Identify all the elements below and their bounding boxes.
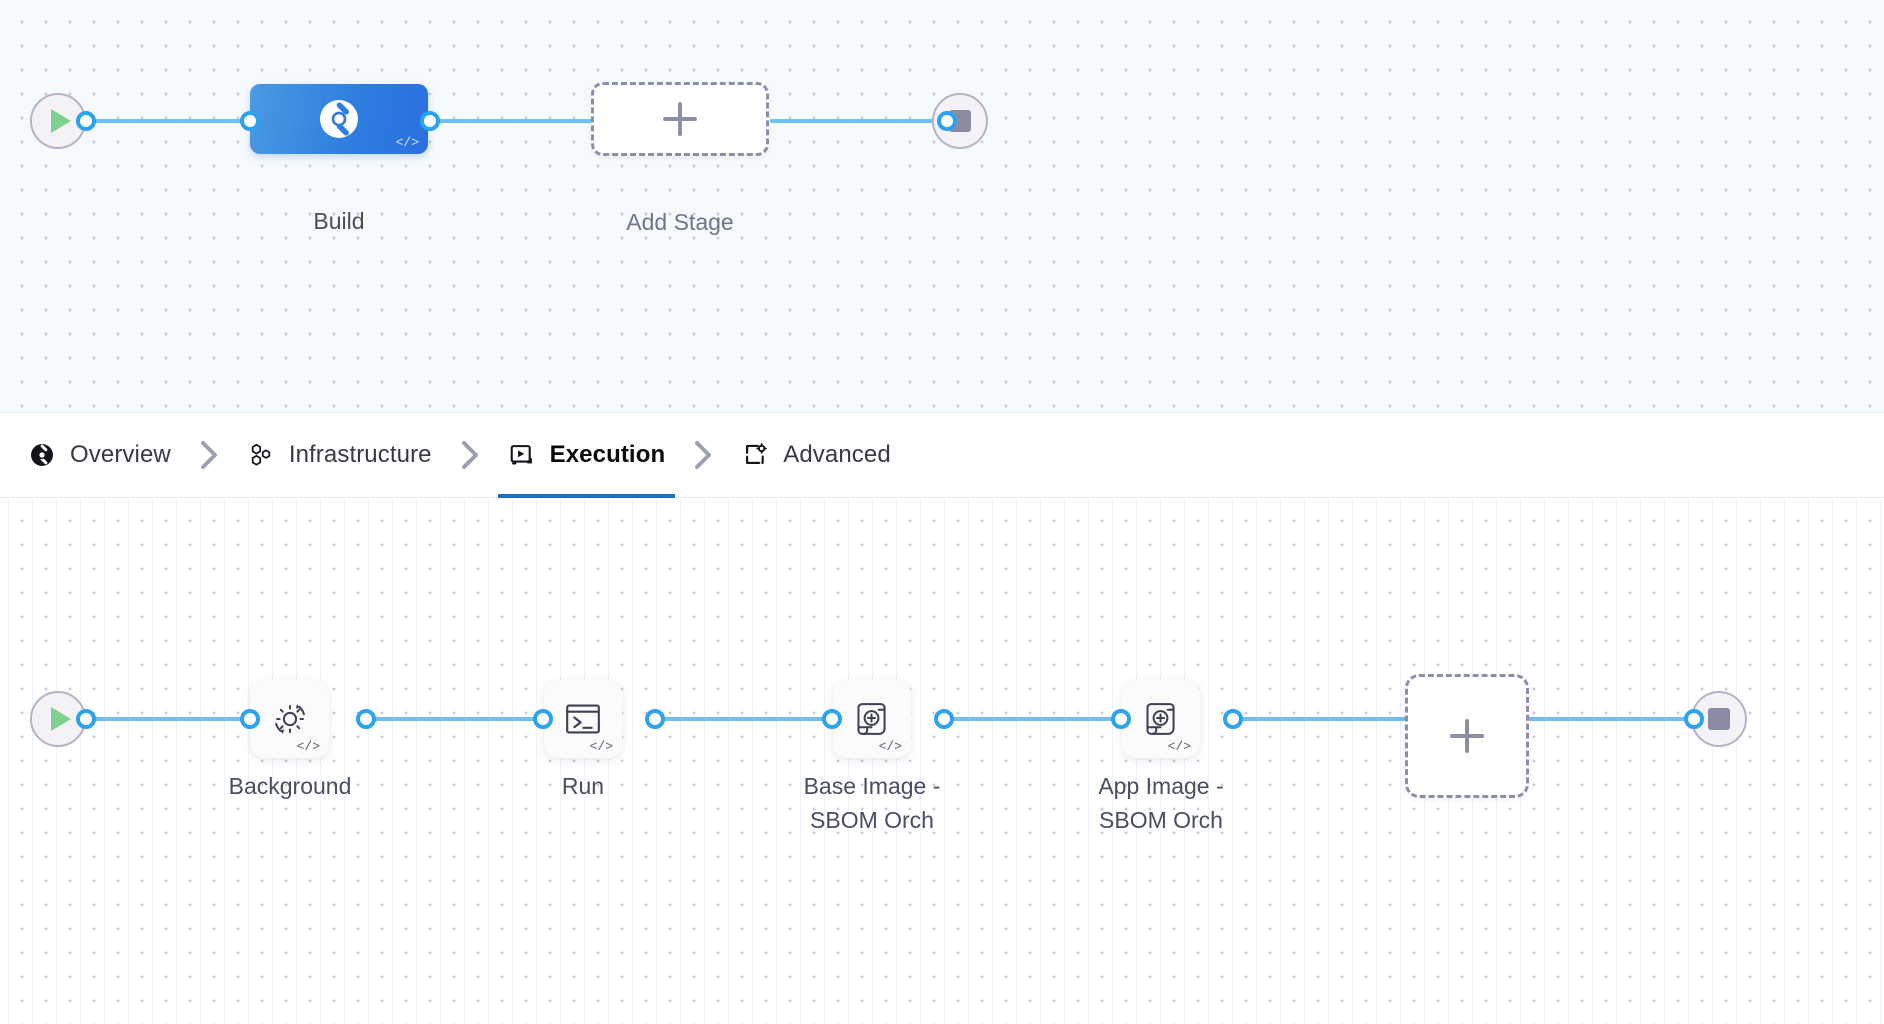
plus-icon (1450, 719, 1484, 753)
step-node-app-image-sbom-orch[interactable]: </> (1122, 680, 1200, 758)
tab-execution[interactable]: Execution (497, 413, 676, 498)
code-badge-icon: </> (589, 739, 613, 754)
play-icon (51, 109, 71, 133)
code-badge-icon: </> (878, 739, 902, 754)
tab-infrastructure-label: Infrastructure (288, 441, 432, 468)
edge-app-image-to-add-step (1233, 717, 1408, 721)
port-exec-end-in[interactable] (1684, 709, 1704, 729)
add-step-node[interactable] (1405, 674, 1529, 798)
edge-add-stage-to-end (770, 119, 945, 123)
stage-label-build: Build (313, 208, 365, 234)
add-stage-label: Add Stage (626, 209, 734, 235)
stage-config-tabs[interactable]: Overview Infrastructure (0, 413, 1884, 498)
code-badge-icon: </> (296, 739, 320, 754)
port-base-image-out[interactable] (934, 709, 954, 729)
tab-advanced-label: Advanced (783, 441, 891, 468)
add-stage-node[interactable] (591, 82, 769, 156)
tab-infrastructure[interactable]: Infrastructure (237, 413, 442, 498)
code-badge-icon: </> (1167, 739, 1191, 754)
port-build-in[interactable] (240, 111, 260, 131)
port-background-in[interactable] (240, 709, 260, 729)
gear-refresh-icon (275, 704, 305, 734)
tab-separator-3 (675, 440, 731, 470)
execution-icon (510, 445, 532, 465)
port-build-out[interactable] (420, 111, 440, 131)
harness-build-icon (320, 100, 358, 138)
stage-graph-canvas[interactable]: </> Build Add Stage (0, 0, 1884, 413)
edge-start-to-build (86, 119, 256, 123)
code-badge-icon: </> (395, 135, 419, 150)
chevron-right-icon (200, 441, 217, 469)
port-start-out[interactable] (76, 111, 96, 131)
chevron-right-icon (461, 441, 478, 469)
tab-separator-1 (181, 440, 237, 470)
edge-add-step-to-end (1528, 717, 1688, 721)
port-run-out[interactable] (645, 709, 665, 729)
step-node-background[interactable]: </> (251, 680, 329, 758)
step-node-base-image-sbom-orch[interactable]: </> (833, 680, 911, 758)
advanced-icon (746, 443, 768, 464)
port-background-out[interactable] (356, 709, 376, 729)
step-label-app-image-sbom-orch: App Image - SBOM Orch (1098, 773, 1224, 834)
tab-advanced[interactable]: Advanced (731, 413, 901, 498)
sbom-scroll-icon (1146, 703, 1175, 735)
sbom-scroll-icon (857, 703, 886, 735)
tab-execution-label: Execution (549, 441, 666, 468)
edge-background-to-run (366, 717, 552, 721)
edge-base-image-to-app-image (944, 717, 1131, 721)
step-label-run: Run (561, 773, 605, 799)
tab-overview[interactable]: Overview (18, 413, 181, 498)
plus-icon (663, 102, 697, 136)
infrastructure-icon (251, 443, 270, 466)
edge-run-to-base-image (655, 717, 842, 721)
port-run-in[interactable] (533, 709, 553, 729)
terminal-icon (566, 704, 600, 734)
tab-separator-2 (442, 440, 498, 470)
step-node-run[interactable]: </> (544, 680, 622, 758)
port-app-image-out[interactable] (1223, 709, 1243, 729)
port-end-in[interactable] (937, 111, 957, 131)
step-label-base-image-sbom-orch: Base Image - SBOM Orch (803, 773, 941, 834)
stop-icon (1708, 708, 1730, 730)
stage-node-build[interactable]: </> (250, 84, 428, 154)
overview-icon (31, 444, 53, 466)
execution-steps-canvas[interactable]: </> Background </> Run (0, 499, 1884, 1024)
step-label-background: Background (228, 773, 352, 799)
port-app-image-in[interactable] (1111, 709, 1131, 729)
port-base-image-in[interactable] (822, 709, 842, 729)
chevron-right-icon (695, 441, 712, 469)
tab-overview-label: Overview (70, 441, 171, 468)
play-icon (51, 707, 71, 731)
execution-start-node[interactable] (30, 691, 86, 747)
port-exec-start-out[interactable] (76, 709, 96, 729)
edge-build-to-add-stage (430, 119, 595, 123)
edge-start-to-background (86, 717, 256, 721)
